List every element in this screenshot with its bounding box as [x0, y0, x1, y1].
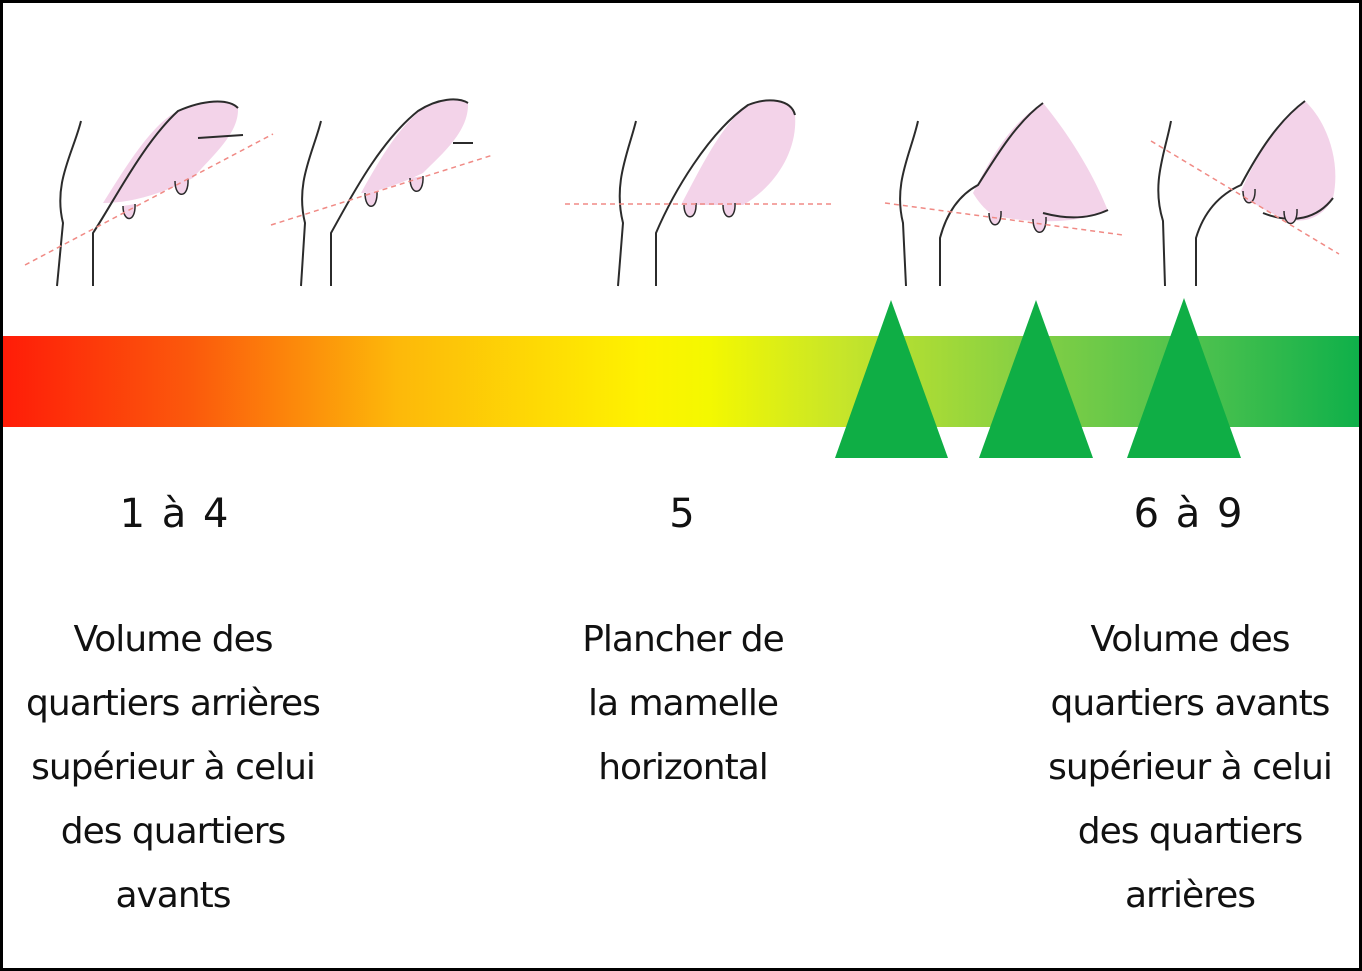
description-line: supérieur à celui: [8, 736, 338, 800]
score-label-mid: 5: [563, 491, 803, 537]
score-label-high: 6 à 9: [1069, 491, 1309, 537]
description-line: avants: [8, 864, 338, 928]
optimal-zone-markers: [3, 3, 1359, 473]
description-line: quartiers avants: [1025, 672, 1355, 736]
triangle-marker-icon: [1127, 298, 1241, 458]
description-line: supérieur à celui: [1025, 736, 1355, 800]
description-line: des quartiers: [1025, 800, 1355, 864]
description-line: arrières: [1025, 864, 1355, 928]
description-line: Plancher de: [513, 608, 853, 672]
description-line: horizontal: [513, 736, 853, 800]
description-line: Volume des: [8, 608, 338, 672]
description-line: des quartiers: [8, 800, 338, 864]
triangle-marker-icon: [979, 300, 1093, 458]
description-line: la mamelle: [513, 672, 853, 736]
description-high: Volume des quartiers avants supérieur à …: [1025, 608, 1355, 928]
description-low: Volume des quartiers arrières supérieur …: [8, 608, 338, 928]
triangle-marker-icon: [835, 300, 948, 458]
description-line: Volume des: [1025, 608, 1355, 672]
description-line: quartiers arrières: [8, 672, 338, 736]
description-mid: Plancher de la mamelle horizontal: [513, 608, 853, 800]
score-label-low: 1 à 4: [55, 491, 295, 537]
